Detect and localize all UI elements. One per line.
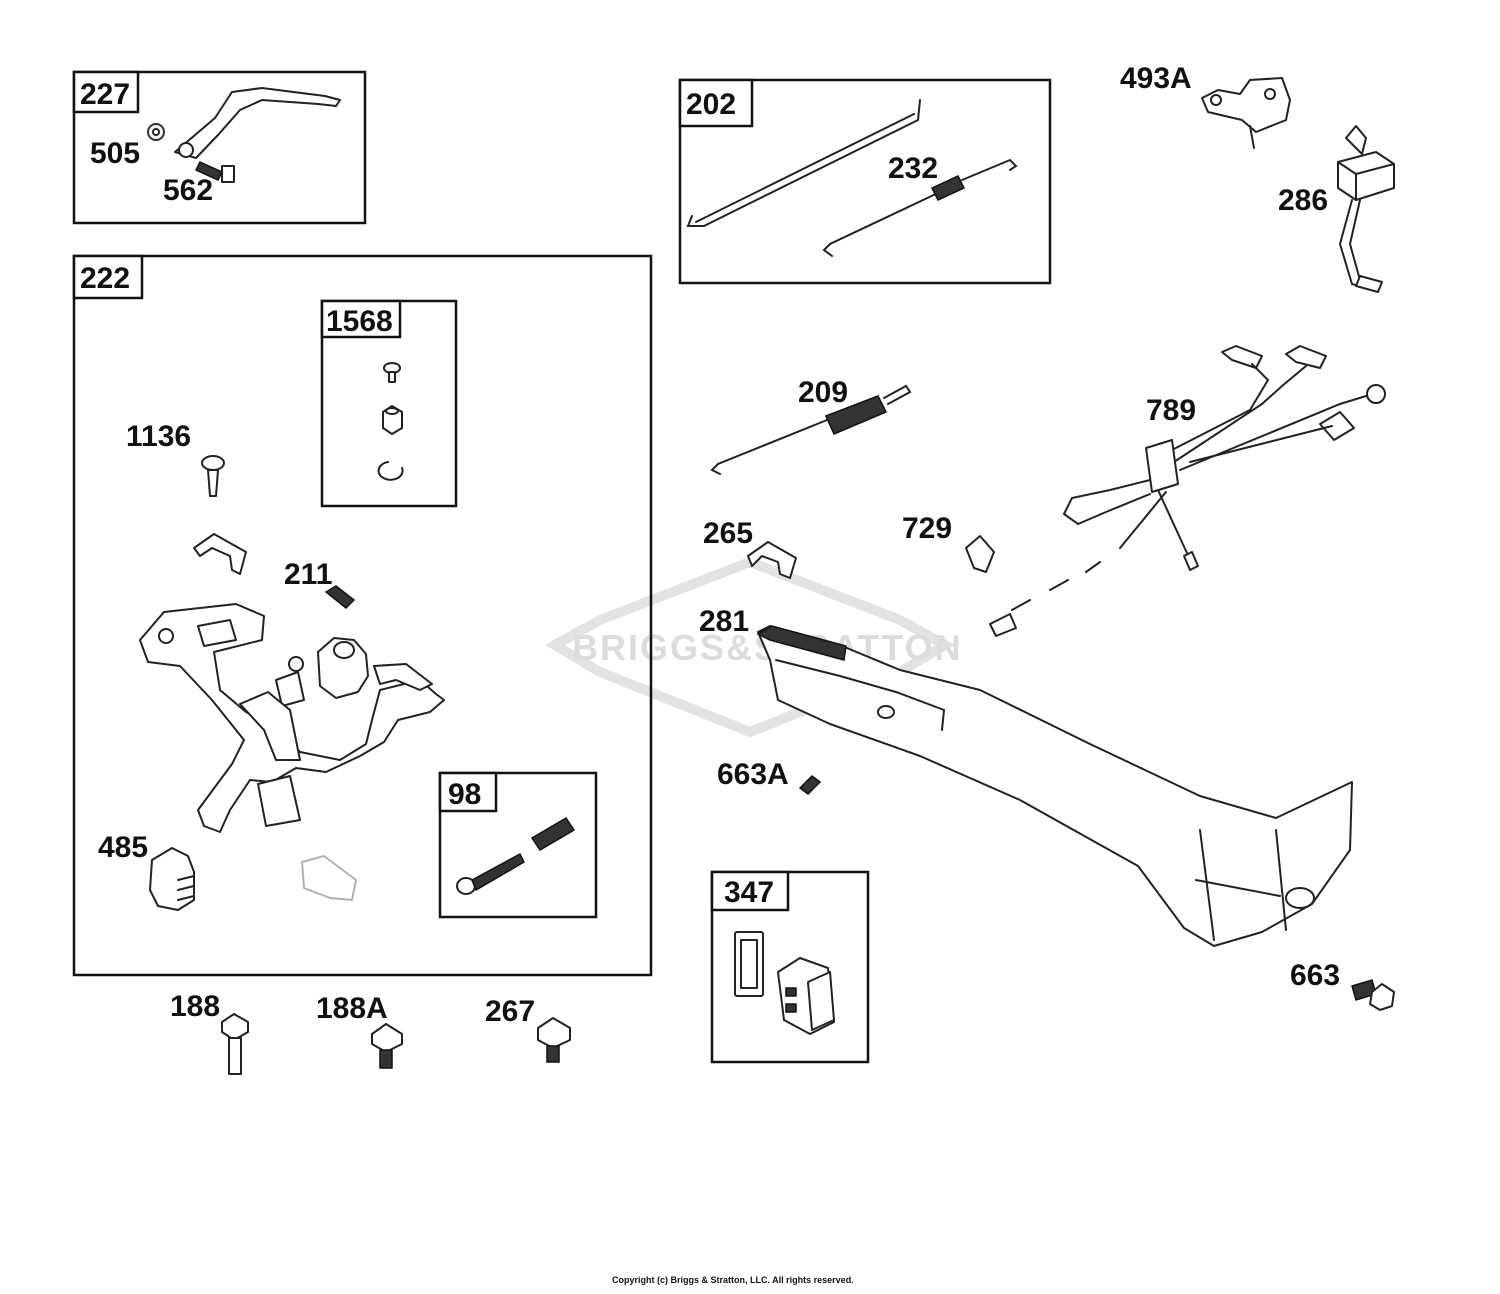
box-1568[interactable]: 1568: [320, 299, 458, 508]
part-663-bolt[interactable]: [1351, 979, 1395, 1011]
part-1568-nut[interactable]: [382, 405, 403, 435]
box-202[interactable]: 202: [678, 78, 1052, 285]
part-281-handle[interactable]: [756, 625, 1353, 947]
label-663: 663: [1290, 959, 1340, 992]
part-729-clip[interactable]: [965, 535, 995, 573]
part-286-module[interactable]: [1337, 125, 1395, 293]
part-267-bolt[interactable]: [537, 1017, 571, 1063]
label-188A: 188A: [316, 992, 388, 1025]
part-505-nut[interactable]: [147, 123, 165, 141]
part-663A-screw[interactable]: [798, 775, 822, 795]
part-265-clip[interactable]: [747, 541, 797, 579]
label-209: 209: [798, 376, 848, 409]
part-202-link-rod[interactable]: [686, 99, 921, 227]
label-1136: 1136: [126, 420, 191, 453]
part-232-spring-rod[interactable]: [822, 158, 1018, 257]
box-222[interactable]: 222: [72, 254, 653, 977]
part-209-spring[interactable]: [710, 384, 912, 475]
box-202-label: 202: [686, 88, 736, 121]
box-227[interactable]: 227: [72, 70, 367, 225]
label-211: 211: [284, 558, 332, 591]
part-493A-bracket[interactable]: [1201, 77, 1291, 149]
box-222-label: 222: [80, 262, 130, 295]
part-222-control-bracket[interactable]: [139, 603, 445, 833]
part-188-bolt[interactable]: [221, 1013, 249, 1075]
label-729: 729: [902, 512, 952, 545]
part-789-harness[interactable]: [989, 345, 1386, 637]
label-663A: 663A: [717, 758, 789, 791]
part-211-spring[interactable]: [324, 585, 356, 610]
label-493A: 493A: [1120, 62, 1192, 95]
box-98[interactable]: 98: [438, 771, 598, 919]
part-98-spring[interactable]: [530, 816, 576, 852]
part-98-screw[interactable]: [456, 852, 525, 895]
part-227-lever[interactable]: [174, 87, 341, 159]
part-1136-screw[interactable]: [201, 455, 225, 497]
box-98-label: 98: [448, 778, 481, 811]
label-562: 562: [163, 174, 213, 207]
label-232: 232: [888, 152, 938, 185]
part-1568-screw[interactable]: [383, 362, 401, 383]
part-188A-bolt[interactable]: [371, 1023, 403, 1069]
part-485-cover[interactable]: [149, 847, 195, 911]
box-347-label: 347: [724, 876, 774, 909]
box-1568-label: 1568: [326, 305, 393, 338]
part-bracket-clip[interactable]: [193, 533, 247, 575]
part-faded-bracket: [301, 855, 357, 901]
part-347-switch[interactable]: [777, 957, 835, 1035]
part-562-screw[interactable]: [194, 161, 235, 183]
label-281: 281: [699, 605, 749, 638]
label-267: 267: [485, 995, 535, 1028]
part-1568-clip[interactable]: [377, 461, 404, 481]
copyright-text: Copyright (c) Briggs & Stratton, LLC. Al…: [612, 1275, 854, 1285]
label-265: 265: [703, 517, 753, 550]
label-188: 188: [170, 990, 220, 1023]
label-505: 505: [90, 137, 140, 170]
label-286: 286: [1278, 184, 1328, 217]
box-227-label: 227: [80, 78, 130, 111]
label-485: 485: [98, 831, 148, 864]
label-789: 789: [1146, 394, 1196, 427]
part-347-bezel[interactable]: [734, 931, 764, 997]
box-347[interactable]: 347: [710, 870, 870, 1064]
